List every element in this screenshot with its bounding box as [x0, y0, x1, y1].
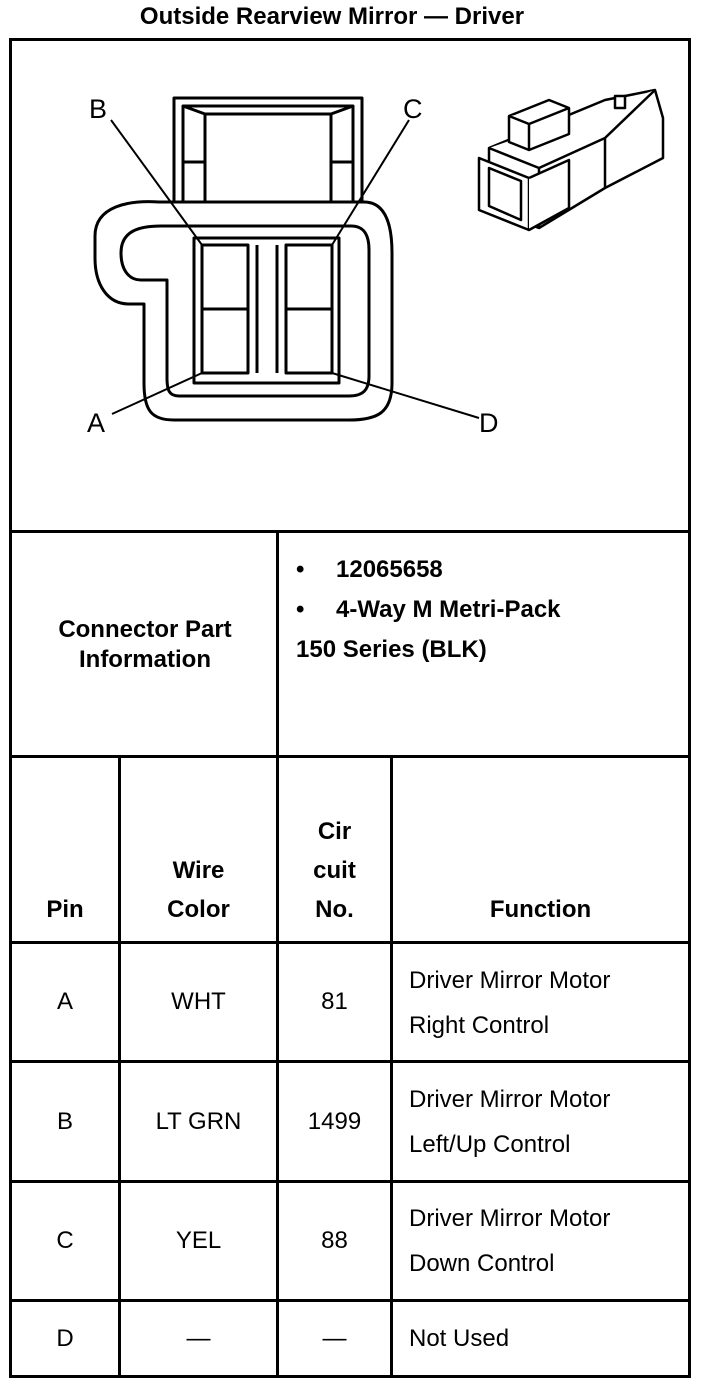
- header-wire-color: Wire Color: [121, 851, 276, 929]
- connector-latch: [172, 96, 364, 206]
- connector-info-list: •12065658 •4-Way M Metri-Pack 150 Series…: [296, 550, 686, 670]
- function-line: Driver Mirror Motor: [409, 1086, 611, 1113]
- table-row-function: Driver Mirror Motor Left/Up Control: [409, 1077, 610, 1167]
- page-title: Outside Rearview Mirror — Driver: [139, 3, 525, 30]
- connector-info-label-line: Information: [78, 646, 211, 673]
- divider: [9, 1299, 691, 1302]
- divider: [9, 1060, 691, 1063]
- table-row-pin: A: [56, 988, 73, 1015]
- connector-type: 4-Way M Metri-Pack: [336, 596, 561, 623]
- pin-label-c: C: [403, 94, 423, 124]
- function-line: Left/Up Control: [409, 1131, 571, 1158]
- divider: [9, 530, 691, 533]
- table-row-wire-color: WHT: [171, 988, 226, 1015]
- table-row-circuit: 1499: [307, 1107, 362, 1135]
- table-row-wire-color: LT GRN: [155, 1107, 242, 1135]
- table-row-wire-color: YEL: [175, 1227, 222, 1254]
- divider: [9, 755, 691, 758]
- header-wire-color-line: Color: [167, 896, 230, 923]
- header-circuit-line: cuit: [313, 857, 356, 884]
- connector-info-label: Connector Part Information: [12, 535, 278, 755]
- pin-label-d: D: [479, 408, 499, 438]
- part-number-item: •12065658: [296, 556, 443, 583]
- table-row-pin: D: [56, 1324, 74, 1352]
- table-row-pin: B: [56, 1107, 73, 1135]
- function-line: Not Used: [409, 1325, 510, 1352]
- header-circuit: Cir cuit No.: [279, 812, 390, 929]
- divider: [118, 755, 121, 1375]
- part-number: 12065658: [336, 556, 443, 583]
- table-row-circuit: 81: [321, 988, 348, 1015]
- table-row-wire-color: —: [186, 1324, 211, 1352]
- table-row-function: Driver Mirror Motor Down Control: [409, 1196, 610, 1286]
- header-circuit-line: Cir: [317, 818, 352, 845]
- connector-type-item: •4-Way M Metri-Pack: [296, 596, 561, 623]
- divider: [9, 1180, 691, 1183]
- divider: [9, 941, 691, 944]
- connector-info-label-line: Connector Part: [58, 616, 232, 643]
- divider: [276, 530, 279, 758]
- connector-isometric-icon: [477, 88, 665, 232]
- table-frame: [9, 38, 691, 1378]
- table-row-pin: C: [56, 1227, 74, 1254]
- connector-housing-inner: [119, 224, 371, 398]
- function-line: Driver Mirror Motor: [409, 967, 611, 994]
- pin-label-a: A: [87, 408, 105, 438]
- function-line: Driver Mirror Motor: [409, 1205, 611, 1232]
- pin-label-b: B: [89, 94, 107, 124]
- divider: [276, 755, 279, 1375]
- header-pin: Pin: [46, 896, 84, 923]
- table-row-function: Not Used: [409, 1316, 509, 1361]
- table-row-circuit: 88: [321, 1227, 348, 1254]
- header-function: Function: [489, 896, 592, 923]
- function-line: Down Control: [409, 1250, 555, 1277]
- header-circuit-line: No.: [315, 896, 354, 923]
- table-row-function: Driver Mirror Motor Right Control: [409, 958, 610, 1048]
- function-line: Right Control: [409, 1012, 550, 1039]
- connector-diagram: B C A D: [87, 88, 665, 438]
- header-wire-color-line: Wire: [172, 857, 225, 884]
- table-row-circuit: —: [322, 1324, 347, 1352]
- connector-series: 150 Series (BLK): [296, 636, 487, 663]
- divider: [390, 755, 393, 1375]
